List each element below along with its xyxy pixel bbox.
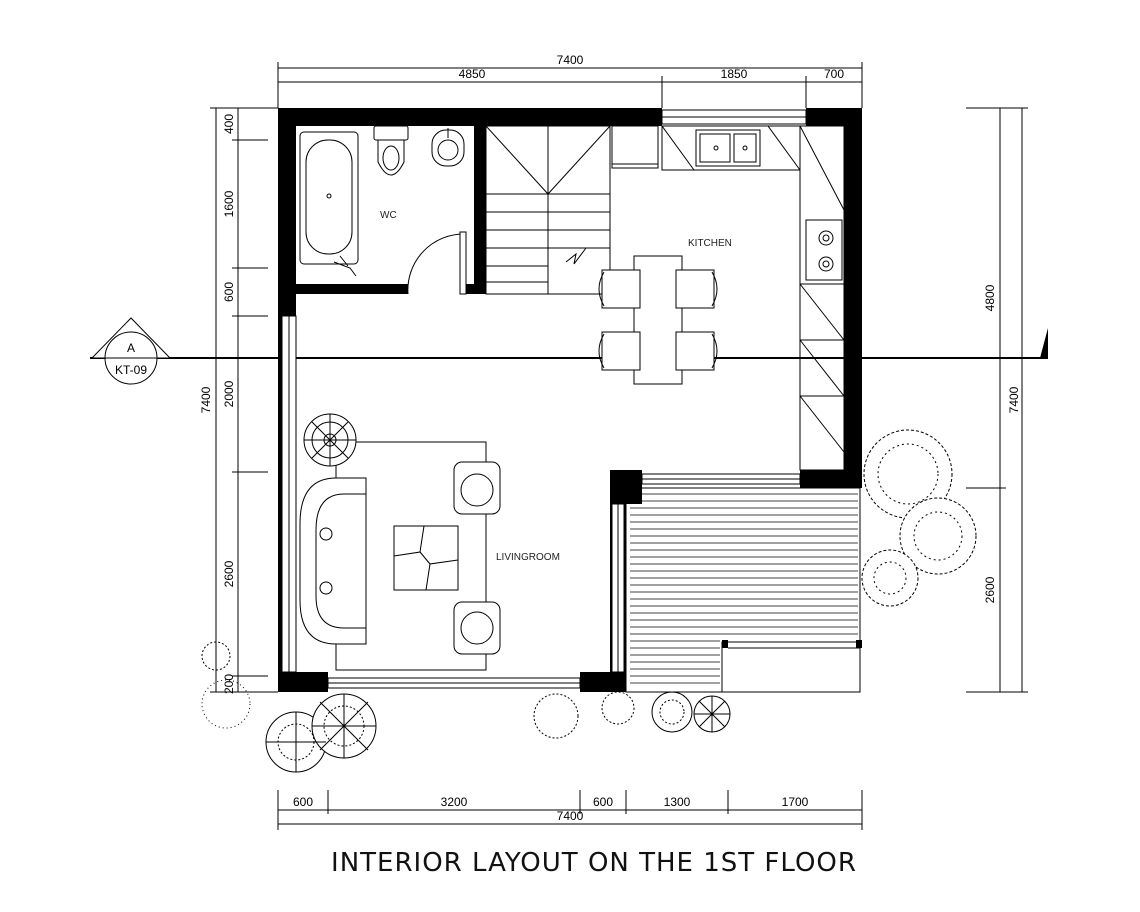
left-total-dim: 7400 (199, 386, 213, 413)
top-total-dim: 7400 (557, 53, 584, 67)
left-dim-5: 2600 (222, 560, 236, 587)
wc-door (407, 231, 467, 295)
section-line (90, 328, 1048, 359)
armchair (453, 601, 501, 655)
toilet (373, 125, 409, 176)
bottom-dimensions: 600 3200 600 1300 1700 7400 (277, 790, 863, 830)
left-dim-6: 200 (222, 674, 236, 694)
shrubs-bottom-center (533, 691, 731, 739)
armchair (453, 461, 501, 515)
indoor-plant (303, 413, 357, 467)
right-dim-1: 4800 (983, 284, 997, 311)
dining-chair (675, 269, 718, 309)
section-letter: A (127, 341, 135, 355)
top-dim-2: 1850 (721, 67, 748, 81)
sofa (299, 477, 367, 645)
dining-chair (675, 331, 718, 371)
bottom-dim-4: 1300 (664, 795, 691, 809)
right-dimensions: 4800 2600 7400 (966, 107, 1028, 693)
section-marker: A KT-09 (90, 317, 172, 385)
kitchen-counter (611, 125, 845, 471)
bottom-dim-2: 3200 (441, 795, 468, 809)
bottom-dim-1: 600 (293, 795, 313, 809)
deck-side-window (611, 503, 625, 673)
dining-chair (598, 269, 641, 309)
left-dim-2: 1600 (222, 190, 236, 217)
wash-basin (431, 128, 465, 167)
wooden-deck (625, 487, 862, 693)
right-dim-2: 2600 (983, 576, 997, 603)
coffee-table (393, 525, 459, 591)
tree-cluster-right (861, 429, 977, 607)
room-label-living: LIVINGROOM (496, 552, 560, 563)
top-window (661, 109, 807, 125)
bottom-dim-3: 600 (593, 795, 613, 809)
bottom-window (327, 677, 581, 689)
staircase (485, 125, 611, 295)
dining-table (633, 255, 683, 385)
bottom-dim-5: 1700 (782, 795, 809, 809)
bottom-total-dim: 7400 (557, 809, 584, 823)
left-window (281, 315, 297, 673)
room-label-wc: WC (380, 210, 397, 221)
bathtub (285, 131, 359, 277)
dining-chair (598, 331, 641, 371)
left-dimensions: 7400 400 1600 600 2000 2600 200 (199, 107, 278, 694)
drawing-title: INTERIOR LAYOUT ON THE 1ST FLOOR (331, 848, 857, 878)
right-total-dim: 7400 (1007, 386, 1021, 413)
shrubs-bottom-left (201, 641, 377, 773)
kitchen-window (641, 473, 801, 485)
left-dim-3: 600 (222, 282, 236, 302)
cooktop (805, 219, 843, 281)
room-label-kitchen: KITCHEN (688, 238, 732, 249)
top-dimensions: 7400 4850 1850 700 (277, 53, 863, 108)
left-dim-1: 400 (222, 114, 236, 134)
top-dim-3: 700 (824, 67, 844, 81)
section-sheet: KT-09 (115, 363, 147, 377)
top-dim-1: 4850 (459, 67, 486, 81)
left-dim-4: 2000 (222, 380, 236, 407)
